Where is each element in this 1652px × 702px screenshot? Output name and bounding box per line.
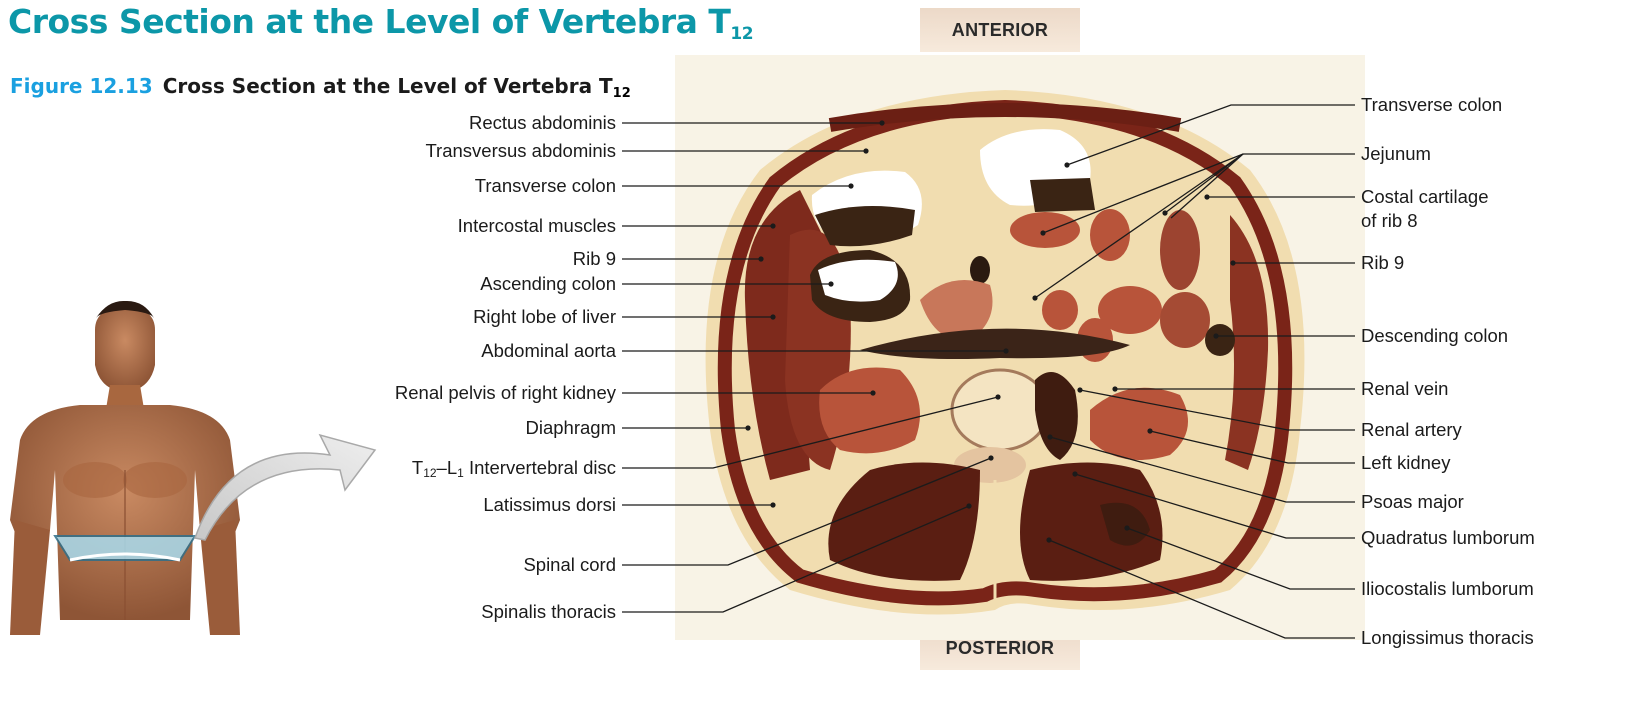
label-transverse-colon-right: Transverse colon — [1361, 94, 1502, 116]
label-costal-cartilage-line2: of rib 8 — [1361, 210, 1418, 232]
disc-t-subscript: 12 — [423, 466, 436, 480]
label-psoas-major: Psoas major — [1361, 491, 1464, 513]
disc-t: T — [412, 457, 423, 478]
label-jejunum: Jejunum — [1361, 143, 1431, 165]
label-intervertebral-disc: T12–L1 Intervertebral disc — [412, 457, 616, 484]
label-descending-colon: Descending colon — [1361, 325, 1508, 347]
label-transversus-abdominis: Transversus abdominis — [425, 140, 616, 162]
label-transverse-colon-left: Transverse colon — [475, 175, 616, 197]
disc-dash: –L — [437, 457, 458, 478]
label-spinal-cord: Spinal cord — [523, 554, 616, 576]
label-costal-cartilage-line1: Costal cartilage — [1361, 186, 1489, 208]
cross-section-image — [675, 55, 1365, 640]
label-rib-9-left: Rib 9 — [573, 248, 616, 270]
label-ascending-colon: Ascending colon — [480, 273, 616, 295]
label-renal-pelvis: Renal pelvis of right kidney — [395, 382, 616, 404]
label-latissimus-dorsi: Latissimus dorsi — [483, 494, 616, 516]
label-renal-artery: Renal artery — [1361, 419, 1462, 441]
disc-l-subscript: 1 — [457, 466, 464, 480]
body-figure — [0, 300, 260, 640]
label-renal-vein: Renal vein — [1361, 378, 1448, 400]
label-iliocostalis-lumborum: Iliocostalis lumborum — [1361, 578, 1534, 600]
label-left-kidney: Left kidney — [1361, 452, 1450, 474]
label-rectus-abdominis: Rectus abdominis — [469, 112, 616, 134]
label-diaphragm: Diaphragm — [526, 417, 617, 439]
label-spinalis-thoracis: Spinalis thoracis — [481, 601, 616, 623]
label-intercostal-muscles: Intercostal muscles — [458, 215, 616, 237]
label-right-lobe-liver: Right lobe of liver — [473, 306, 616, 328]
disc-rest: Intervertebral disc — [464, 457, 616, 478]
label-abdominal-aorta: Abdominal aorta — [481, 340, 616, 362]
label-quadratus-lumborum: Quadratus lumborum — [1361, 527, 1535, 549]
label-rib-9-right: Rib 9 — [1361, 252, 1404, 274]
label-longissimus-thoracis: Longissimus thoracis — [1361, 627, 1534, 649]
